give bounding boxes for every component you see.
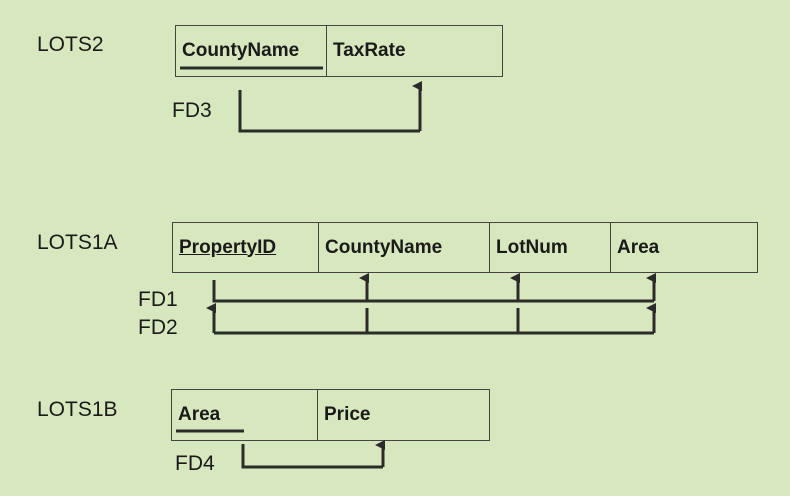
relation-name-lots2: LOTS2 [37, 33, 104, 56]
lots1a-col-countyname: CountyName [319, 223, 490, 272]
lots1a-col-area-label: Area [617, 236, 660, 258]
relation-name-lots1a: LOTS1A [37, 231, 118, 254]
fd2-arrow [206, 303, 656, 335]
table-lots2: CountyName TaxRate [175, 25, 503, 77]
lots2-col-taxrate: TaxRate [327, 26, 502, 76]
lots1a-col-countyname-label: CountyName [325, 236, 443, 258]
fd-label-fd3: FD3 [172, 99, 212, 122]
relation-name-lots1b: LOTS1B [37, 398, 118, 421]
fd-label-fd4: FD4 [175, 452, 215, 475]
fd-label-fd2: FD2 [138, 316, 178, 339]
lots2-col-countyname: CountyName [176, 26, 327, 76]
fd-label-fd1: FD1 [138, 288, 178, 311]
lots1a-col-propertyid: PropertyID [173, 223, 319, 272]
lots2-col-countyname-label: CountyName [182, 40, 300, 61]
lots1b-col-price: Price [318, 390, 489, 440]
lots1b-col-price-label: Price [324, 404, 371, 425]
lots1b-col-area-label: Area [178, 404, 221, 425]
lots1a-col-lotnum-label: LotNum [496, 236, 568, 258]
lots1a-col-lotnum: LotNum [490, 223, 611, 272]
table-lots1a: PropertyID CountyName LotNum Area [172, 222, 758, 273]
fd1-arrow [212, 273, 656, 303]
lots1a-col-propertyid-label: PropertyID [179, 236, 277, 258]
lots1a-col-area: Area [611, 223, 757, 272]
table-lots1b: Area Price [171, 389, 490, 441]
lots2-col-taxrate-label: TaxRate [333, 40, 406, 61]
fd3-arrow [238, 81, 422, 133]
lots1b-col-area: Area [172, 390, 318, 440]
fd4-arrow [241, 440, 385, 469]
